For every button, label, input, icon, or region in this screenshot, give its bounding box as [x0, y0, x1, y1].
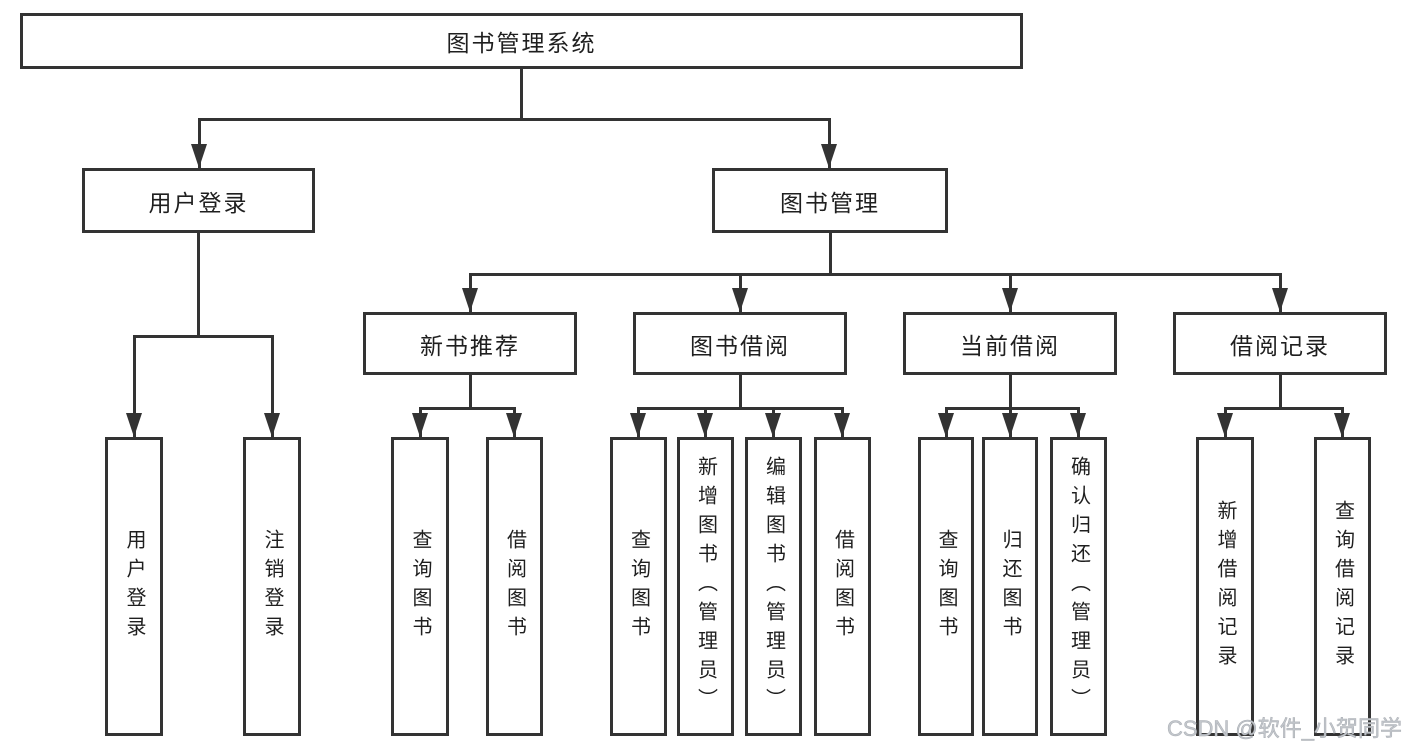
- arrowhead-down-icon: [506, 407, 522, 437]
- connector-borrowing-branch: [637, 407, 843, 410]
- arrowhead-down-icon: [411, 407, 428, 437]
- arrowhead-down-icon: [190, 118, 207, 168]
- arrowhead-down-icon: [937, 407, 954, 437]
- arrowhead-down-icon: [461, 273, 478, 312]
- leaf-label: 查询图书: [409, 528, 431, 645]
- connector-user-login-branch: [132, 335, 274, 338]
- leaf-label: 查询图书: [627, 528, 650, 645]
- node-label: 用户登录: [148, 189, 249, 216]
- arrowhead-down-icon: [1070, 407, 1086, 437]
- node-book-management: 图书管理: [712, 168, 948, 233]
- leaf-label: 借阅图书: [831, 528, 854, 645]
- connector-book-mgmt-stub: [828, 233, 832, 273]
- connector-recommend-stub: [468, 375, 472, 407]
- arrowhead-down-icon: [1216, 407, 1233, 437]
- node-label: 图书借阅: [690, 332, 790, 359]
- node-book-borrowing: 图书借阅: [633, 312, 847, 375]
- leaf-label: 注销登录: [261, 528, 283, 645]
- arrowhead-down-icon: [765, 407, 781, 437]
- leaf-label: 编辑图书（管理员）: [762, 456, 785, 717]
- leaf-records-query-borrow-record: 查询借阅记录: [1314, 437, 1371, 736]
- node-current-borrowing: 当前借阅: [903, 312, 1117, 375]
- connector-root-stub: [519, 69, 523, 118]
- leaf-borrowing-edit-books-admin: 编辑图书（管理员）: [745, 437, 802, 736]
- node-library-management-system: 图书管理系统: [20, 13, 1023, 69]
- leaf-label: 新增图书（管理员）: [694, 456, 717, 717]
- connector-user-login-stub: [197, 233, 200, 335]
- node-new-book-recommend: 新书推荐: [363, 312, 577, 375]
- leaf-label: 新增借阅记录: [1214, 499, 1236, 674]
- node-user-login: 用户登录: [82, 168, 315, 233]
- node-label: 图书管理: [780, 189, 880, 216]
- arrowhead-down-icon: [1271, 273, 1288, 312]
- arrowhead-down-icon: [1001, 407, 1018, 437]
- leaf-borrowing-add-books-admin: 新增图书（管理员）: [677, 437, 734, 736]
- arrowhead-down-icon: [1334, 407, 1350, 437]
- arrowhead-down-icon: [821, 118, 837, 168]
- node-label: 图书管理系统: [446, 30, 597, 56]
- leaf-label: 查询借阅记录: [1331, 499, 1354, 674]
- leaf-label: 查询图书: [935, 528, 957, 645]
- leaf-recommend-borrow-books: 借阅图书: [486, 437, 543, 736]
- arrowhead-down-icon: [697, 407, 713, 437]
- connector-root-branch: [197, 118, 831, 121]
- leaf-current-confirm-return-admin: 确认归还（管理员）: [1050, 437, 1107, 736]
- connector-borrowing-stub: [738, 375, 742, 407]
- arrowhead-down-icon: [263, 335, 280, 437]
- leaf-borrowing-query-books: 查询图书: [610, 437, 667, 736]
- leaf-label: 确认归还（管理员）: [1067, 456, 1090, 717]
- leaf-user-login: 用户登录: [105, 437, 163, 736]
- arrowhead-down-icon: [731, 273, 748, 312]
- arrowhead-down-icon: [630, 407, 646, 437]
- arrowhead-down-icon: [125, 335, 142, 437]
- leaf-borrowing-borrow-books: 借阅图书: [814, 437, 871, 736]
- node-label: 借阅记录: [1230, 332, 1330, 359]
- leaf-current-return-books: 归还图书: [982, 437, 1038, 736]
- leaf-logout: 注销登录: [243, 437, 301, 736]
- connector-records-stub: [1278, 375, 1282, 407]
- leaf-records-add-borrow-record: 新增借阅记录: [1196, 437, 1254, 736]
- connector-recommend-branch: [418, 407, 516, 410]
- connector-current-stub: [1008, 375, 1012, 407]
- arrowhead-down-icon: [1001, 273, 1018, 312]
- arrowhead-down-icon: [834, 407, 850, 437]
- connector-current-branch: [944, 407, 1079, 410]
- node-label: 新书推荐: [420, 332, 520, 359]
- leaf-label: 归还图书: [999, 528, 1021, 645]
- connector-book-mgmt-branch: [468, 273, 1282, 276]
- leaf-label: 用户登录: [123, 528, 145, 645]
- csdn-watermark: CSDN @软件_小贺同学: [1166, 716, 1403, 742]
- node-borrowing-records: 借阅记录: [1173, 312, 1387, 375]
- leaf-current-query-books: 查询图书: [918, 437, 974, 736]
- leaf-label: 借阅图书: [503, 528, 526, 645]
- leaf-recommend-query-books: 查询图书: [391, 437, 449, 736]
- connector-records-branch: [1223, 407, 1344, 410]
- node-label: 当前借阅: [960, 332, 1060, 359]
